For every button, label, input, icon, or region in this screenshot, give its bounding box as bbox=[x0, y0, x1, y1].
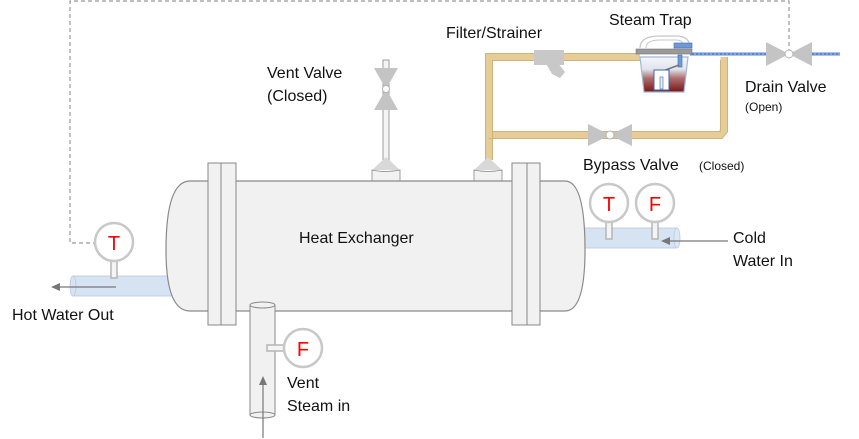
vent-valve[interactable] bbox=[374, 59, 398, 161]
right-flange bbox=[511, 162, 541, 326]
vent-valve-state: (Closed) bbox=[267, 88, 327, 105]
filter-strainer-label: Filter/Strainer bbox=[446, 25, 543, 42]
gauge-letter: F bbox=[649, 194, 661, 216]
bypass-valve-state: (Closed) bbox=[699, 159, 744, 173]
heat-exchanger-vessel bbox=[165, 180, 586, 312]
hot-water-out-arrow bbox=[51, 283, 116, 291]
drain-valve-label: Drain Valve bbox=[745, 79, 827, 96]
drain-valve-state: (Open) bbox=[745, 100, 782, 114]
bypass-valve-label: Bypass Valve bbox=[583, 157, 679, 174]
hot-water-out-label: Hot Water Out bbox=[12, 307, 114, 324]
heat-exchanger-label: Heat Exchanger bbox=[299, 230, 414, 247]
bypass-valve[interactable] bbox=[588, 124, 632, 146]
vent-nozzle bbox=[371, 157, 401, 184]
cold-in-temperature-gauge[interactable]: T bbox=[588, 182, 630, 240]
gauge-letter: T bbox=[603, 194, 615, 216]
steam-in-label: Vent bbox=[287, 375, 320, 392]
filter-strainer bbox=[534, 50, 565, 78]
condensate-piping bbox=[485, 53, 728, 160]
gauge-letter: T bbox=[108, 233, 120, 255]
cold-water-in-label: Cold bbox=[733, 230, 766, 247]
steam-trap bbox=[635, 35, 693, 93]
steam-in-arrow bbox=[259, 376, 267, 438]
steam-in-label-line2: Steam in bbox=[287, 398, 350, 415]
cold-in-flow-gauge[interactable]: F bbox=[634, 182, 676, 240]
vent-valve-label: Vent Valve bbox=[267, 65, 342, 82]
drain-valve[interactable] bbox=[766, 42, 812, 66]
left-flange bbox=[207, 162, 237, 326]
cold-water-in-arrow bbox=[661, 237, 728, 245]
gauge-letter: F bbox=[297, 339, 309, 361]
cold-water-in-label-line2: Water In bbox=[733, 253, 793, 270]
steam-in-flow-gauge[interactable]: F bbox=[266, 327, 324, 369]
control-signal-line bbox=[69, 0, 790, 244]
hot-out-temperature-gauge[interactable]: T bbox=[93, 221, 135, 279]
hot-water-out-pipe bbox=[69, 275, 182, 297]
cold-water-in-pipe bbox=[579, 227, 681, 249]
condensate-nozzle bbox=[473, 157, 503, 184]
steam-trap-label: Steam Trap bbox=[609, 12, 692, 29]
